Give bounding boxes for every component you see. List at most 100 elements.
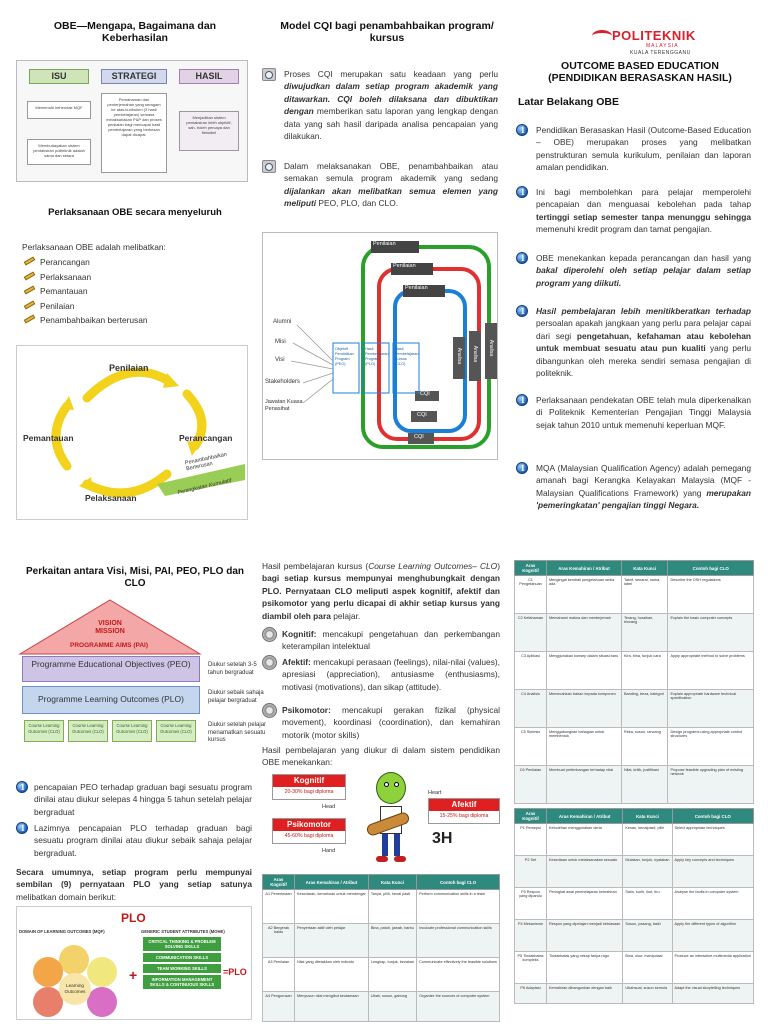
diag-cqi-3: CQI: [420, 391, 430, 397]
panel3-subtitle: Latar Belakang OBE: [518, 96, 619, 108]
three-h-diagram: Kognitif 20-30% bagi diploma Head Afekti…: [262, 770, 500, 872]
table-header: Contoh bagi CLO: [671, 808, 755, 824]
strategi-text: Pemahaman dan penterjemahan yang seragam…: [101, 93, 167, 173]
diag-plo-box: Hasil Pembelajaran Program (PLO): [365, 347, 389, 366]
table-cell: P5 Tindakbalas kompleks: [514, 951, 547, 984]
skill-item: COMMUNICATION SKILLS: [143, 953, 221, 962]
table-cell: C4 Analisis: [514, 689, 547, 728]
hierarchy-diagram: VISION MISSION PROGRAMME AIMS (PAI) Prog…: [14, 598, 266, 760]
cognitive-table: Aras Kognitif Aras Kemahiran / Atribut K…: [514, 560, 754, 804]
psikomotor-title: Psikomotor: [273, 819, 345, 831]
info-bullet-icon: [16, 822, 28, 834]
hand-label: Hand: [322, 848, 336, 854]
house-roof-svg: [18, 599, 202, 655]
table-cell: Memahami makna dan menterjemah: [546, 613, 622, 652]
table-cell: Salin, surih, ikut, tiru: [622, 887, 673, 920]
gear-icon: [262, 703, 277, 718]
note-plo: Diukur sebaik sahaja pelajar bergraduat: [208, 690, 264, 704]
skill-item: TEAM WORKING SKILLS: [143, 964, 221, 973]
vision-label: VISION: [98, 620, 122, 627]
panel3-b2: Ini bagi membolehkan para pelajar memper…: [536, 186, 751, 236]
kognitif-pct: 20-30% bagi diploma: [284, 789, 334, 795]
list-item: Perlaksanaan: [22, 271, 242, 286]
table-cell: Nilai yang diletakkan oleh individu: [294, 957, 369, 992]
table-cell: Mulakan, tunjuk, nyatakan: [622, 855, 673, 888]
pencil-icon: [22, 271, 36, 280]
list-item-label: Perancangan: [40, 257, 90, 267]
b2-bold: tertinggi setiap semester tanpa menunggu…: [536, 211, 751, 222]
kognitif-title: Kognitif: [273, 775, 345, 787]
panel3-title: OUTCOME BASED EDUCATION (PENDIDIKAN BERA…: [548, 60, 732, 84]
panel4-b1: pencapaian PEO terhadap graduan bagi ses…: [34, 782, 252, 817]
table-cell: P4 Mekanisme: [514, 919, 547, 952]
table-header: Aras Kemahiran / Atribut: [545, 808, 624, 824]
diag-cqi-2: CQI: [417, 412, 427, 418]
table-cell: Design programs using appropriate contro…: [667, 727, 754, 766]
table-header: Kata Kunci: [367, 874, 418, 890]
panel5-kognitif: Kognitif: mencakupi pengetahuan dan perk…: [282, 628, 500, 653]
afektif-title: Afektif: [429, 799, 499, 811]
table-cell: Memecahkan bahan kepada komponen: [546, 689, 622, 728]
table-cell: Banding, beza, kategori: [620, 689, 669, 728]
diag-jawatan: Jawatan Kuasa Penasihat: [265, 399, 303, 412]
diag-penilaian-2: Penilaian: [393, 263, 416, 269]
diag-clo-box: Hasil Pembelajaran Kursus (CLO): [395, 347, 419, 366]
para1-plain: Proses CQI merupakan satu keadaan yang p…: [284, 69, 498, 79]
para1-bold: diwujudkan dalam setiap program akademik…: [284, 81, 498, 117]
diag-analisa-2: Analisa: [472, 345, 479, 363]
intro-italic: Course Learning Outcomes– CLO: [368, 561, 498, 571]
domain-mohe: GENERIC STUDENT ATTRIBUTES (MOHE): [141, 929, 225, 934]
list-item: Penambahbaikan berterusan: [22, 314, 242, 329]
table-cell: Kemahiran dibangunkan dengan baik: [545, 983, 624, 1004]
table-cell: Mengingat kembali pengetahuan sedia ada: [546, 575, 622, 614]
plo-domain-diagram: PLO DOMAIN OF LEARNING OUTCOMES (MQF) GE…: [16, 906, 252, 1020]
table-cell: A3 Penilaian: [262, 957, 295, 992]
table-cell: Peringkat awal pembelajaran kemahiran: [545, 887, 624, 920]
clo-box-3: Course Learning Outcomes (CLO): [112, 720, 152, 742]
table-cell: Kesediaan untuk melaksanakan sesuatu: [545, 855, 624, 888]
panel3-b4: Hasil pembelajaran lebih menitikberatkan…: [536, 305, 751, 379]
cycle-pemantauan: Pemantauan: [23, 433, 74, 443]
info-bullet-icon: [16, 781, 28, 793]
panel3-b5: Perlaksanaan pendekatan OBE telah mula d…: [536, 395, 751, 430]
b2-plain: Ini bagi membolehkan para pelajar memper…: [536, 187, 751, 210]
table-header: Aras Kemahiran / Atribut: [294, 874, 369, 890]
table-cell: Propose feasible upgrading plan of exist…: [667, 765, 754, 804]
obe-cycle-diagram: Penilaian Pemantauan Perancangan Pelaksa…: [16, 345, 248, 520]
para2-rest: PEO, PLO, dan CLO.: [316, 198, 399, 209]
table-cell: Takrif, senarai, nama, label: [620, 575, 669, 614]
intro-plain: Hasil pembelajaran kursus (: [262, 561, 369, 571]
three-h-label: 3H: [432, 830, 453, 847]
table-header: Kata Kunci: [620, 560, 669, 576]
table-cell: Explain the basic computer concepts: [667, 613, 754, 652]
table-cell: Susun, pasang, baiki: [622, 919, 673, 952]
table-cell: Menggabungkan bahagian untuk membentuk: [546, 727, 622, 766]
pencil-icon: [22, 300, 36, 309]
isu-header: ISU: [29, 69, 89, 84]
table-cell: Ubahsuai, susun semula: [622, 983, 673, 1004]
table-cell: C6 Penilaian: [514, 765, 547, 804]
panel4-summary: Secara umumnya, setiap program perlu mem…: [16, 866, 252, 903]
b4-rest: yang perlu dibangunkan oleh mereka sendi…: [536, 343, 752, 379]
table-cell: Select appropriate techniques: [671, 823, 755, 856]
gear-icon: [262, 655, 277, 670]
afektif-label: Afektif:: [282, 657, 311, 667]
info-bullet-icon: [516, 124, 528, 136]
afektif-pct: 15-25% bagi diploma: [439, 813, 489, 819]
table-cell: Nilai, kritik, justifikasi: [620, 765, 669, 804]
politeknik-logo: POLITEKNIK MALAYSIA KUALA TERENGGANU: [590, 26, 740, 62]
table-cell: Organize the sources of computer system: [416, 991, 500, 1022]
peo-box: Programme Educational Objectives (PEO): [22, 656, 200, 682]
table-cell: Produce an interactive multimedia applic…: [671, 951, 755, 984]
panel3-b6: MQA (Malaysian Qualification Agency) ada…: [536, 462, 751, 512]
table-header: Contoh bagi CLO: [667, 560, 754, 576]
intro-rest: pelajar.: [330, 610, 361, 621]
cycle-perancangan: Perancangan: [179, 433, 233, 443]
